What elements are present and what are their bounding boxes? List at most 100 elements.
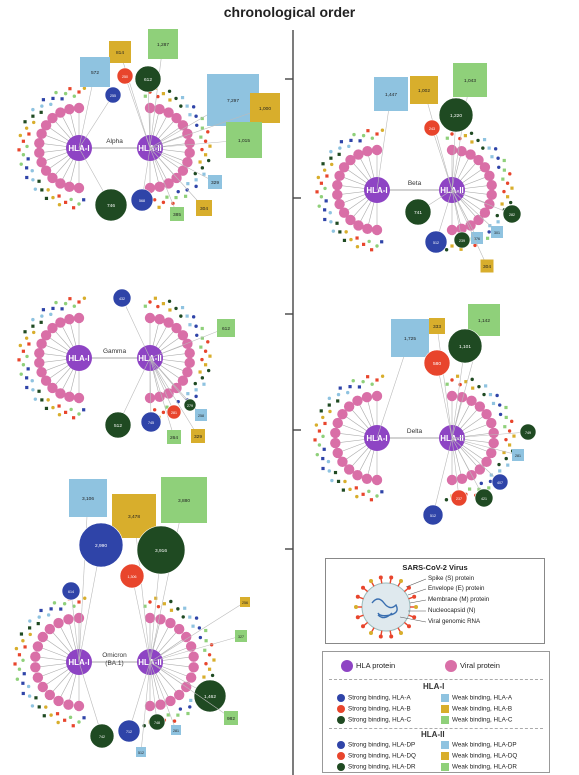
legend-viral-protein: Viral protein <box>445 660 500 672</box>
viral-protein-node <box>371 390 383 402</box>
weak-binding-node <box>208 175 222 189</box>
allele-node <box>54 300 58 305</box>
viral-protein-node <box>332 447 343 459</box>
allele-node <box>181 615 185 619</box>
bubble-value: 281 <box>171 411 177 415</box>
bubble-value: 3,478 <box>128 514 140 520</box>
viral-protein-node <box>55 317 66 328</box>
allele-node <box>505 181 510 185</box>
viral-protein-node <box>144 392 156 404</box>
weak-binding-node <box>468 304 500 336</box>
viral-protein-node <box>338 162 350 173</box>
allele-node <box>327 469 331 473</box>
allele-node <box>72 206 76 210</box>
allele-node <box>51 405 55 410</box>
viral-protein-node <box>481 408 492 420</box>
legend-weak-b: Weak binding, HLA-B <box>441 705 512 713</box>
legend-strong-dq: Strong binding, HLA-DQ <box>337 752 416 760</box>
allele-node <box>493 147 498 151</box>
allele-node <box>82 408 86 412</box>
legend-strong-dr: Strong binding, HLA-DR <box>337 763 416 771</box>
strong-binding-node <box>166 404 182 420</box>
allele-node <box>200 116 204 121</box>
viral-protein-node <box>64 391 75 403</box>
allele-node <box>185 188 189 192</box>
allele-node <box>188 113 192 117</box>
allele-node <box>326 459 331 464</box>
viral-protein-node <box>154 181 165 193</box>
allele-node <box>68 297 72 301</box>
allele-node <box>200 336 204 340</box>
viral-protein-node <box>474 464 486 475</box>
allele-node <box>174 96 178 101</box>
viral-protein-node <box>446 144 458 156</box>
allele-node <box>467 487 472 491</box>
strong-binding-node <box>61 581 81 601</box>
strong-binding-node <box>474 488 494 508</box>
allele-node <box>458 136 462 141</box>
allele-node <box>508 172 512 176</box>
allele-node <box>348 487 352 492</box>
bubble-value: 279 <box>187 404 193 408</box>
viral-protein-node <box>40 165 52 176</box>
viral-protein-node <box>343 401 355 412</box>
allele-node <box>346 390 350 395</box>
viral-protein-node <box>36 338 47 350</box>
allele-node <box>370 136 375 140</box>
viral-protein-node <box>173 623 185 635</box>
virus-item-envelope: Envelope (E) protein <box>428 585 485 592</box>
allele-node <box>375 494 379 498</box>
allele-node <box>18 133 23 138</box>
allele-node <box>21 691 25 696</box>
allele-node <box>143 94 147 98</box>
allele-node <box>31 178 35 182</box>
allele-node <box>37 615 41 619</box>
virus-item-nucleocapsid: Nucleocapsid (N) <box>428 607 476 614</box>
viral-protein-node <box>185 672 197 683</box>
viral-protein-node <box>177 120 189 131</box>
viral-protein-node <box>473 154 484 166</box>
allele-node <box>323 208 327 212</box>
allele-node <box>479 481 483 486</box>
allele-node <box>37 389 41 393</box>
allele-node <box>502 168 506 172</box>
weak-binding-node <box>410 76 438 104</box>
viral-protein-node <box>55 388 66 399</box>
bubble-value: 512 <box>433 241 439 245</box>
allele-node <box>321 466 325 471</box>
allele-node <box>17 667 22 671</box>
bubble-value: 1,043 <box>464 78 476 84</box>
bubble-value: 255 <box>110 94 116 98</box>
bubble-value: 281 <box>515 454 521 458</box>
viral-protein-node <box>34 147 45 159</box>
allele-node <box>375 132 379 136</box>
allele-node <box>49 607 53 611</box>
allele-node <box>46 398 50 402</box>
variant-label-alpha: Alpha <box>106 138 123 145</box>
allele-node <box>39 608 43 613</box>
allele-node <box>495 213 499 218</box>
allele-node <box>21 363 26 367</box>
weak-binding-node <box>171 725 181 735</box>
allele-node <box>380 374 385 378</box>
allele-node <box>488 479 493 484</box>
allele-node <box>142 724 146 728</box>
bubble-value: 749 <box>525 431 531 435</box>
allele-node <box>194 324 198 328</box>
allele-node <box>161 410 166 415</box>
bubble-value: 327 <box>238 635 244 639</box>
network-gamma: HLA-IHLA-IIGamma432512745612258329264281… <box>17 288 235 444</box>
allele-node <box>51 96 55 101</box>
bubble-value: 239 <box>459 239 465 243</box>
viral-protein-node <box>184 357 195 369</box>
allele-node <box>197 626 202 630</box>
viral-protein-node <box>73 700 85 712</box>
viral-protein-node <box>484 198 495 210</box>
allele-node <box>25 376 29 380</box>
viral-protein-node <box>474 401 486 412</box>
weak-binding-node <box>80 57 110 87</box>
weak-binding-node <box>391 319 429 357</box>
weak-binding-node <box>195 409 207 421</box>
allele-node <box>477 487 481 491</box>
weak-binding-node <box>161 477 207 523</box>
